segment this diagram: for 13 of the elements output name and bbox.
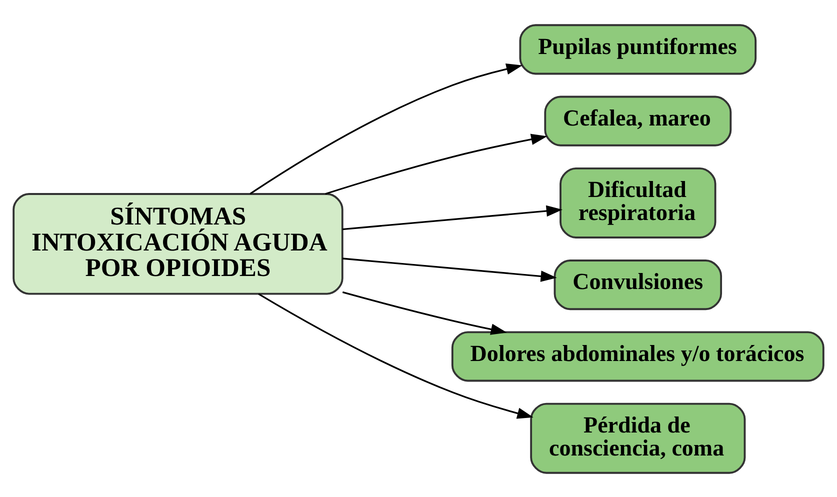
arrow: [342, 257, 557, 282]
arrow: [342, 204, 563, 230]
node-box: Dificultad respiratoria: [560, 166, 716, 238]
arrow: [250, 62, 522, 194]
node-box: Pérdida de consciencia, coma: [530, 402, 746, 474]
arrow: [342, 290, 507, 334]
node-box: Pupilas puntiformes: [519, 24, 757, 74]
node-box: Convulsiones: [554, 259, 722, 310]
node-box: Cefalea, mareo: [544, 95, 732, 146]
arrow: [258, 292, 534, 418]
node-box: SÍNTOMAS INTOXICACIÓN AGUDA POR OPIOIDES: [12, 192, 344, 294]
arrow: [325, 133, 548, 194]
node-box: Dolores abdominales y/o torácicos: [451, 330, 824, 382]
